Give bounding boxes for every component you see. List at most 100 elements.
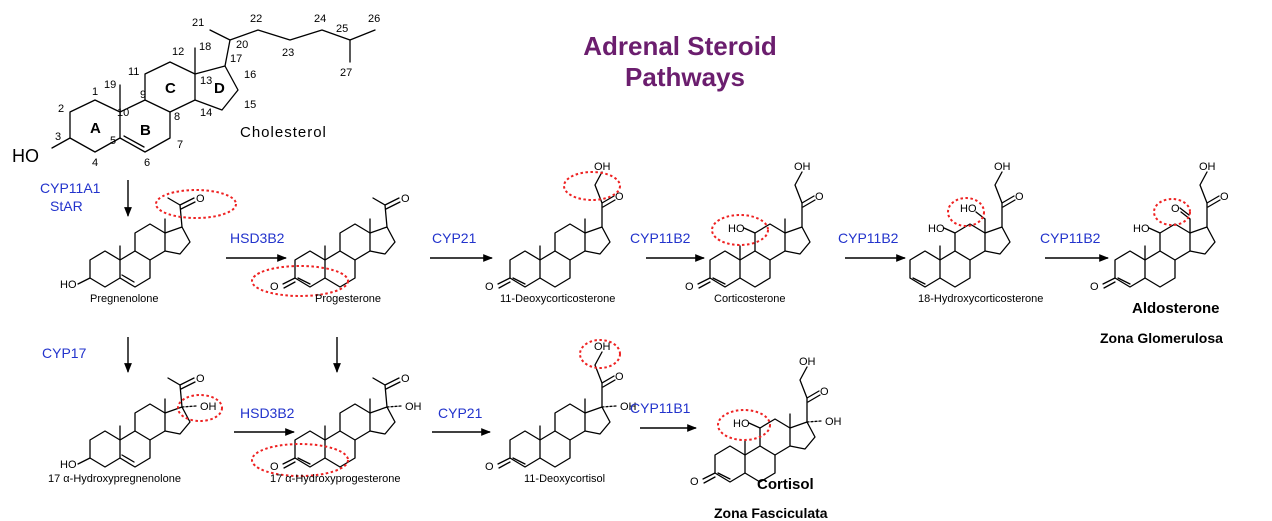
- svg-text:OH: OH: [1199, 161, 1216, 173]
- highlight-cort-ho: [711, 214, 769, 246]
- carbon-5: 5: [110, 135, 116, 147]
- carbon-21: 21: [192, 17, 204, 29]
- name-hydroxypregnenolone: 17 α-Hydroxypregnenolone: [48, 473, 181, 485]
- highlight-preg-ketone: [155, 189, 237, 219]
- carbon-16: 16: [244, 69, 256, 81]
- svg-text:HO: HO: [728, 223, 745, 235]
- carbon-15: 15: [244, 99, 256, 111]
- svg-text:O: O: [1090, 281, 1099, 293]
- svg-text:O: O: [815, 191, 824, 203]
- svg-text:OH: OH: [405, 401, 422, 413]
- svg-text:O: O: [401, 193, 410, 205]
- svg-text:HO: HO: [928, 223, 945, 235]
- name-corticosterone: Corticosterone: [714, 293, 786, 305]
- cholesterol-ho: HO: [12, 146, 39, 166]
- svg-text:O: O: [685, 281, 694, 293]
- hydroxycorticosterone-structure: O OH HO HO: [910, 161, 1024, 287]
- svg-text:OH: OH: [825, 416, 842, 428]
- ring-label-c: C: [165, 80, 176, 97]
- name-pregnenolone: Pregnenolone: [90, 293, 159, 305]
- carbon-19: 19: [104, 79, 116, 91]
- hydroxyprogesterone-structure: O OH O: [270, 373, 422, 473]
- carbon-10: 10: [117, 107, 129, 119]
- hydroxypregnenolone-structure: O OH HO: [60, 373, 217, 471]
- pregnenolone-structure: O HO: [60, 193, 205, 291]
- carbon-25: 25: [336, 23, 348, 35]
- svg-text:OH: OH: [200, 401, 217, 413]
- svg-text:O: O: [485, 281, 494, 293]
- enzyme-hsd3b2-row2: HSD3B2: [240, 405, 295, 421]
- cholesterol-structure: HO A B C D 1 2 3 4 5 6 7 8 9 10 11 12 13…: [12, 13, 380, 169]
- carbon-12: 12: [172, 46, 184, 58]
- ring-label-d: D: [214, 80, 225, 97]
- svg-text:O: O: [615, 191, 624, 203]
- cholesterol-name: Cholesterol: [240, 124, 327, 141]
- carbon-26: 26: [368, 13, 380, 25]
- carbon-22: 22: [250, 13, 262, 25]
- zone-glomerulosa: Zona Glomerulosa: [1100, 330, 1223, 346]
- deoxycortisol-structure: O OH OH O: [485, 341, 637, 473]
- name-aldosterone: Aldosterone: [1132, 300, 1220, 317]
- title-line-2: Pathways: [625, 62, 745, 92]
- svg-text:O: O: [270, 461, 279, 473]
- carbon-8: 8: [174, 111, 180, 123]
- carbon-11: 11: [128, 66, 139, 78]
- svg-text:O: O: [820, 386, 829, 398]
- carbon-23: 23: [282, 47, 294, 59]
- carbon-18: 18: [199, 41, 211, 53]
- svg-text:O: O: [690, 476, 699, 488]
- name-deoxycorticosterone: 11-Deoxycorticosterone: [500, 293, 615, 305]
- svg-text:O: O: [196, 373, 205, 385]
- carbon-13: 13: [200, 75, 212, 87]
- name-deoxycortisol: 11-Deoxycortisol: [524, 473, 605, 485]
- enzyme-cyp11a1: CYP11A1: [40, 180, 101, 196]
- carbon-17: 17: [230, 53, 242, 65]
- enzyme-cyp11b2-1: CYP11B2: [630, 230, 691, 246]
- enzyme-hsd3b2-row1: HSD3B2: [230, 230, 285, 246]
- svg-text:O: O: [615, 371, 624, 383]
- highlight-prog-enone: [251, 265, 349, 297]
- svg-text:O: O: [1220, 191, 1229, 203]
- carbon-14: 14: [200, 107, 212, 119]
- carbon-4: 4: [92, 157, 98, 169]
- highlight-aldo-aldehyde: [1153, 198, 1191, 226]
- corticosterone-structure: O OH HO O: [685, 161, 824, 293]
- carbon-9: 9: [140, 89, 146, 101]
- title-line-1: Adrenal Steroid: [583, 31, 777, 61]
- svg-text:O: O: [196, 193, 205, 205]
- carbon-24: 24: [314, 13, 326, 25]
- highlight-cortisol-ho: [717, 409, 771, 441]
- svg-text:O: O: [1015, 191, 1024, 203]
- aldosterone-structure: O OH HO O O: [1090, 161, 1229, 293]
- svg-text:O: O: [485, 461, 494, 473]
- svg-text:O: O: [1171, 203, 1180, 215]
- name-progesterone: Progesterone: [315, 293, 381, 305]
- svg-text:HO: HO: [60, 459, 77, 471]
- enzyme-cyp11b1: CYP11B1: [630, 400, 691, 416]
- enzyme-cyp21-row1: CYP21: [432, 230, 477, 246]
- carbon-1: 1: [92, 86, 98, 98]
- enzyme-cyp21-row2: CYP21: [438, 405, 483, 421]
- svg-text:OH: OH: [799, 356, 816, 368]
- name-hydroxyprogesterone: 17 α-Hydroxyprogesterone: [270, 473, 400, 485]
- highlight-doc-oh: [563, 171, 621, 201]
- svg-text:O: O: [401, 373, 410, 385]
- highlight-17ohp-enone: [251, 443, 349, 477]
- ring-label-a: A: [90, 120, 101, 137]
- carbon-7: 7: [177, 139, 183, 151]
- svg-text:OH: OH: [594, 341, 611, 353]
- highlight-deoxycortisol-oh: [579, 339, 621, 369]
- svg-text:HO: HO: [1133, 223, 1150, 235]
- highlight-17oh-preg: [177, 394, 223, 422]
- deoxycorticosterone-structure: O OH O: [485, 161, 624, 293]
- enzyme-cyp11b2-2: CYP11B2: [838, 230, 899, 246]
- ring-label-b: B: [140, 122, 151, 139]
- svg-text:OH: OH: [794, 161, 811, 173]
- carbon-2: 2: [58, 103, 64, 115]
- svg-text:OH: OH: [994, 161, 1011, 173]
- highlight-18oh: [947, 197, 985, 227]
- name-hydroxycorticosterone: 18-Hydroxycorticosterone: [918, 293, 1043, 305]
- progesterone-structure: O O: [270, 193, 410, 293]
